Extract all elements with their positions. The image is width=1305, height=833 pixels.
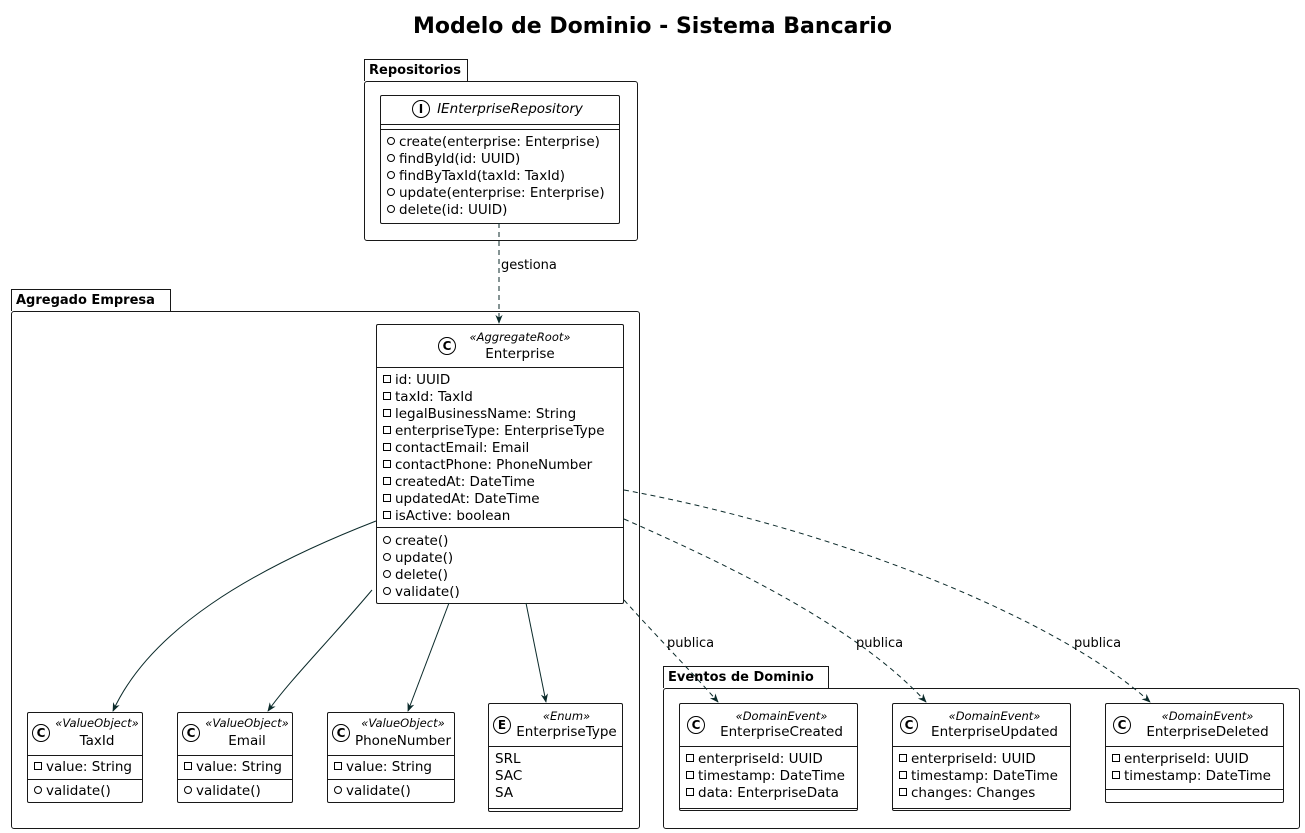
enum-enterprise-type: E «Enum» EnterpriseType SRL SAC SA [488,703,623,812]
enum-value: SRL [495,751,521,767]
method-row: update() [383,550,623,567]
class-name: EnterpriseUpdated [931,724,1058,740]
field-row: isActive: boolean [383,508,623,525]
field-row: id: UUID [383,372,623,389]
class-enterprise-deleted: C «DomainEvent» EnterpriseDeleted enterp… [1105,703,1284,803]
stereotype-label: «ValueObject» [55,716,139,730]
method-row: findById(id: UUID) [387,151,619,168]
method-row: validate() [34,783,142,800]
package-tab-repositorios: Repositorios [364,59,468,81]
class-badge-icon: C [32,724,50,742]
edge-label-publica: publica [856,636,904,651]
class-badge-icon: C [900,716,918,734]
class-ienterprise-repository: I IEnterpriseRepository create(enterpris… [380,95,620,224]
stereotype-label: «DomainEvent» [948,709,1041,723]
class-name: EnterpriseDeleted [1146,724,1269,740]
field-row: enterpriseId: UUID [899,751,1070,768]
class-name: PhoneNumber [354,733,452,749]
class-badge-icon: C [687,716,705,734]
method-row: delete(id: UUID) [387,202,619,219]
class-name: TaxId [79,733,115,749]
edge-label-publica: publica [667,636,715,651]
class-enterprise: C «AggregateRoot» Enterprise id: UUID ta… [376,324,624,604]
edge-label-publica: publica [1074,636,1122,651]
stereotype-label: «ValueObject» [205,716,289,730]
field-row: changes: Changes [899,785,1070,802]
stereotype-label: «Enum» [542,709,591,723]
stereotype-label: «AggregateRoot» [469,330,571,344]
field-row: createdAt: DateTime [383,474,623,491]
package-tab-eventos-de-dominio: Eventos de Dominio [663,666,829,688]
method-row: update(enterprise: Enterprise) [387,185,619,202]
field-row: enterpriseId: UUID [686,751,857,768]
field-row: value: String [334,759,454,776]
class-name: Enterprise [485,346,555,362]
edge-to-phonenumber [407,602,450,712]
package-repositorios [364,81,638,241]
enum-badge-icon: E [493,716,511,734]
class-taxid: C «ValueObject» TaxId value: String vali… [27,712,143,803]
edge-publica-updated [623,518,927,703]
method-row: create() [383,533,623,550]
class-name: IEnterpriseRepository [437,101,583,117]
class-name: Email [228,733,266,749]
method-row: findByTaxId(taxId: TaxId) [387,168,619,185]
method-row: validate() [383,584,623,601]
enum-value: SA [495,785,514,801]
field-row: value: String [184,759,292,776]
interface-badge-icon: I [412,100,430,118]
class-phonenumber: C «ValueObject» PhoneNumber value: Strin… [327,712,455,803]
edge-to-email [267,589,373,712]
field-row: legalBusinessName: String [383,406,623,423]
field-row: timestamp: DateTime [899,768,1070,785]
class-email: C «ValueObject» Email value: String vali… [177,712,293,803]
diagram-title: Modelo de Dominio - Sistema Bancario [413,14,892,39]
edge-to-taxid [112,520,377,712]
field-row: data: EnterpriseData [686,785,857,802]
class-badge-icon: C [182,724,200,742]
stereotype-label: «DomainEvent» [735,709,828,723]
enum-value: SAC [495,768,523,784]
edge-label-gestiona: gestiona [501,258,557,273]
method-row: validate() [334,783,454,800]
field-row: updatedAt: DateTime [383,491,623,508]
field-row: enterpriseId: UUID [1112,751,1283,768]
class-badge-icon: C [438,337,456,355]
method-row: validate() [184,783,292,800]
field-row: timestamp: DateTime [1112,768,1283,785]
edge-to-enterprise-type [525,602,548,703]
stereotype-label: «ValueObject» [361,716,445,730]
package-eventos-de-dominio [663,688,1300,829]
class-name: EnterpriseCreated [720,724,843,740]
field-row: timestamp: DateTime [686,768,857,785]
method-row: create(enterprise: Enterprise) [387,134,619,151]
field-row: contactPhone: PhoneNumber [383,457,623,474]
field-row: taxId: TaxId [383,389,623,406]
class-name: EnterpriseType [516,724,617,740]
edge-publica-created [623,599,719,703]
stereotype-label: «DomainEvent» [1161,709,1254,723]
class-enterprise-created: C «DomainEvent» EnterpriseCreated enterp… [679,703,858,811]
class-enterprise-updated: C «DomainEvent» EnterpriseUpdated enterp… [892,703,1071,811]
class-badge-icon: C [332,724,350,742]
field-row: value: String [34,759,142,776]
edge-publica-deleted [623,489,1151,703]
package-agregado-empresa [11,311,640,829]
class-badge-icon: C [1113,716,1131,734]
package-tab-agregado-empresa: Agregado Empresa [11,289,171,311]
method-row: delete() [383,567,623,584]
field-row: enterpriseType: EnterpriseType [383,423,623,440]
field-row: contactEmail: Email [383,440,623,457]
